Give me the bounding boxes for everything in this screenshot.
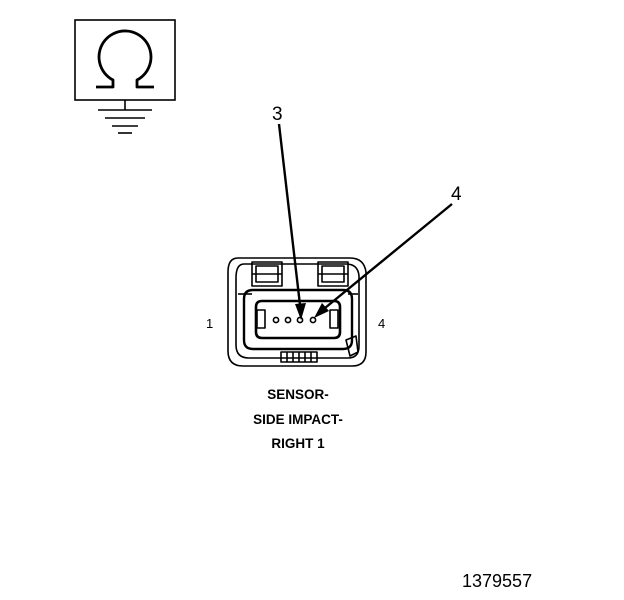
caption-line-3: RIGHT 1	[271, 436, 325, 451]
callout-4-leader	[324, 203, 453, 309]
pin-label-1: 1	[206, 316, 213, 331]
caption-line-1: SENSOR-	[267, 387, 329, 402]
ohmmeter-ground-icon	[74, 19, 176, 134]
callout-label-4: 4	[451, 184, 462, 205]
figure-id: 1379557	[462, 571, 532, 591]
caption-line-2: SIDE IMPACT-	[253, 412, 343, 427]
pin-label-4: 4	[378, 316, 385, 331]
callout-label-3: 3	[272, 104, 283, 125]
callout-3-leader	[277, 123, 302, 306]
callout-arrows	[277, 123, 453, 320]
connector-face-icon	[227, 257, 367, 367]
callout-3-arrowhead	[295, 303, 306, 320]
callout-4-arrowhead	[314, 303, 329, 318]
